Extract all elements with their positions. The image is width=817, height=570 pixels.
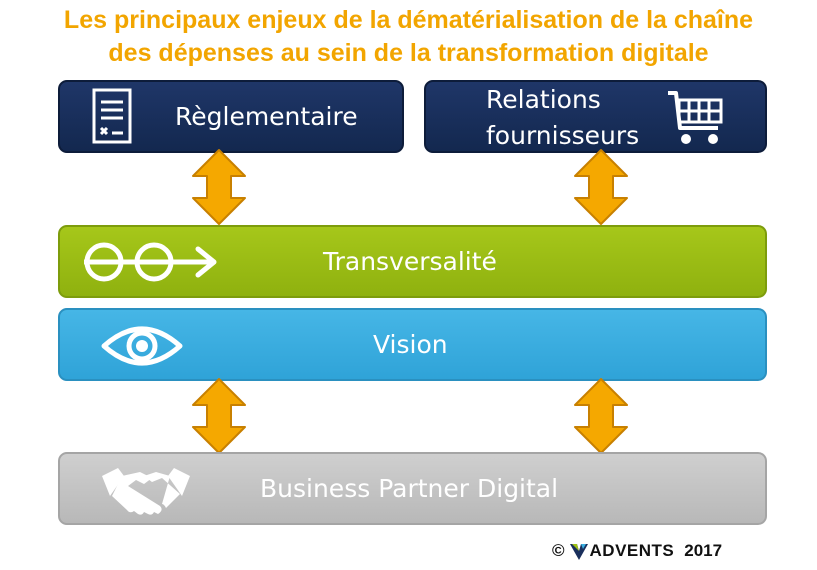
box-vision: Vision bbox=[58, 308, 767, 381]
box-reglementaire: Règlementaire bbox=[58, 80, 404, 153]
box-business-label: Business Partner Digital bbox=[260, 474, 559, 503]
shopping-cart-icon bbox=[666, 88, 728, 153]
advents-logo-icon: ADVENTS bbox=[569, 541, 675, 561]
box-transversalite: Transversalité bbox=[58, 225, 767, 298]
double-arrow-icon bbox=[572, 148, 630, 231]
copyright-symbol: © bbox=[552, 541, 565, 560]
box-reglementaire-label: Règlementaire bbox=[175, 102, 358, 131]
footer-copyright: © ADVENTS 2017 bbox=[552, 538, 722, 564]
handshake-icon bbox=[100, 462, 192, 523]
double-arrow-icon bbox=[190, 377, 248, 460]
footer-year: 2017 bbox=[684, 541, 723, 560]
box-relations-label-line-1: Relations bbox=[486, 85, 601, 114]
page-title: Les principaux enjeux de la dématérialis… bbox=[0, 4, 817, 70]
title-line-1: Les principaux enjeux de la dématérialis… bbox=[63, 6, 754, 34]
box-transversalite-label: Transversalité bbox=[323, 247, 497, 276]
double-arrow-icon bbox=[572, 377, 630, 460]
document-icon bbox=[90, 87, 134, 152]
double-arrow-icon bbox=[190, 148, 248, 231]
box-business-partner-digital: Business Partner Digital bbox=[58, 452, 767, 525]
title-line-2: des dépenses au sein de la transformatio… bbox=[108, 39, 709, 67]
box-relations-label-line-2: fournisseurs bbox=[486, 121, 640, 150]
box-vision-label: Vision bbox=[373, 330, 448, 359]
footer-brand: ADVENTS bbox=[589, 541, 675, 560]
process-flow-icon bbox=[80, 239, 225, 290]
eye-icon bbox=[100, 320, 184, 377]
box-relations-fournisseurs: Relations fournisseurs bbox=[424, 80, 767, 153]
